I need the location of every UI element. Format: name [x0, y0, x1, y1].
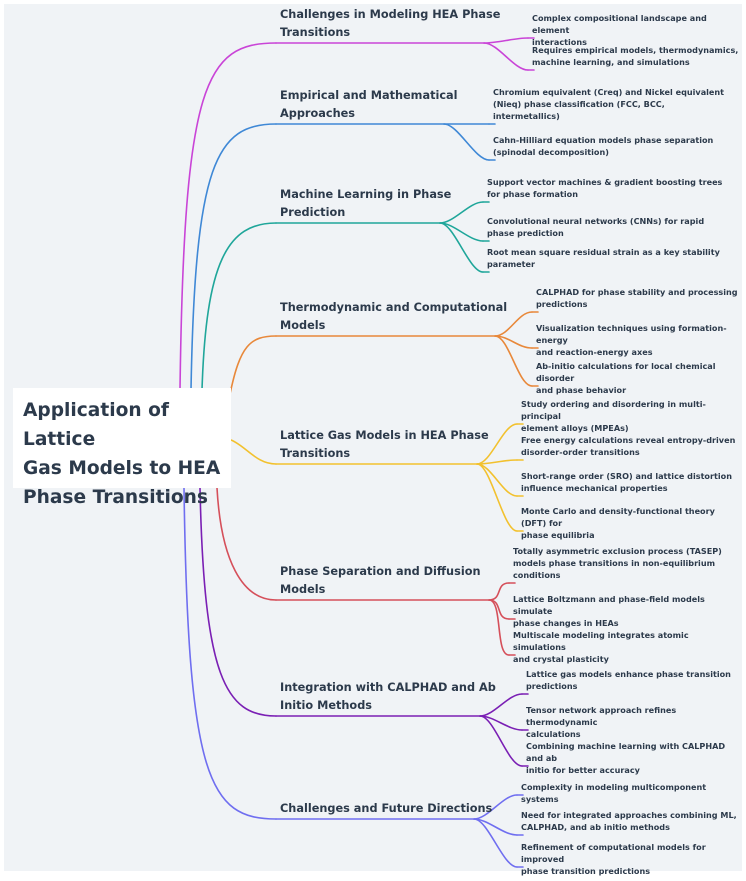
leaf-topic[interactable]: Root mean square residual strain as a ke…: [487, 247, 720, 269]
leaf-topic[interactable]: CALPHAD for phase stability and processi…: [536, 287, 738, 309]
leaf-connector: [473, 818, 518, 868]
leaf-connector: [479, 693, 523, 717]
leaf-topic[interactable]: Visualization techniques using formation…: [536, 323, 727, 357]
leaf-topic[interactable]: Multiscale modeling integrates atomic si…: [513, 630, 689, 664]
branch-topic[interactable]: Challenges in Modeling HEA Phase Transit…: [280, 8, 501, 39]
leaf-topic[interactable]: Convolutional neural networks (CNNs) for…: [487, 216, 705, 238]
branch-topic[interactable]: Challenges and Future Directions: [280, 801, 493, 815]
leaf-topic[interactable]: Ab-initio calculations for local chemica…: [536, 361, 716, 395]
leaf-connector: [439, 222, 484, 273]
root-connector: [199, 487, 277, 717]
branch-topic[interactable]: Lattice Gas Models in HEA Phase Transiti…: [280, 429, 489, 460]
leaf-topic[interactable]: Complex compositional landscape and elem…: [532, 13, 707, 47]
leaf-topic[interactable]: Refinement of computational models for i…: [521, 842, 706, 876]
root-connector: [216, 487, 277, 601]
leaf-topic[interactable]: Combining machine learning with CALPHAD …: [526, 741, 726, 775]
leaf-connector: [494, 311, 533, 337]
leaf-topic[interactable]: Short-range order (SRO) and lattice dist…: [521, 471, 732, 493]
root-connector: [229, 335, 277, 395]
leaf-topic[interactable]: Requires empirical models, thermodynamic…: [532, 45, 739, 67]
leaf-topic[interactable]: Totally asymmetric exclusion process (TA…: [513, 546, 722, 580]
root-connector: [230, 439, 277, 465]
leaf-topic[interactable]: Need for integrated approaches combining…: [521, 810, 737, 832]
leaf-connector: [476, 463, 518, 532]
leaf-topic[interactable]: Tensor network approach refines thermody…: [526, 705, 677, 739]
branch-topic[interactable]: Machine Learning in Phase Prediction: [280, 188, 452, 219]
leaf-connector: [488, 582, 510, 601]
branch-topic[interactable]: Empirical and Mathematical Approaches: [280, 89, 458, 120]
branch-topic[interactable]: Phase Separation and Diffusion Models: [280, 565, 481, 596]
leaf-topic[interactable]: Study ordering and disordering in multi-…: [521, 399, 706, 433]
leaf-topic[interactable]: Complexity in modeling multicomponent sy…: [521, 782, 707, 804]
leaf-topic[interactable]: Chromium equivalent (Creq) and Nickel eq…: [493, 87, 725, 121]
leaf-topic[interactable]: Lattice gas models enhance phase transit…: [526, 669, 731, 691]
leaf-topic[interactable]: Free energy calculations reveal entropy-…: [521, 435, 736, 457]
leaf-connector: [443, 123, 490, 161]
leaf-topic[interactable]: Cahn-Hilliard equation models phase sepa…: [493, 135, 714, 157]
leaf-connector: [483, 42, 529, 71]
root-connector: [201, 222, 277, 391]
root-topic[interactable]: Application of Lattice Gas Models to HEA…: [13, 388, 231, 508]
branch-topic[interactable]: Integration with CALPHAD and Ab Initio M…: [280, 681, 496, 712]
root-connector: [179, 42, 277, 391]
leaf-connector: [476, 423, 518, 465]
mindmap-canvas: Application of Lattice Gas Models to HEA…: [4, 4, 742, 876]
leaf-topic[interactable]: Lattice Boltzmann and phase-field models…: [513, 594, 705, 628]
leaf-topic[interactable]: Support vector machines & gradient boost…: [487, 177, 723, 199]
root-connector: [183, 487, 277, 820]
leaf-connector: [473, 794, 518, 820]
leaf-connector: [439, 201, 484, 224]
leaf-connector: [494, 335, 533, 387]
leaf-connector: [479, 715, 523, 767]
root-connector: [190, 123, 277, 391]
leaf-topic[interactable]: Monte Carlo and density-functional theor…: [521, 506, 715, 540]
connector-lines: [179, 37, 539, 868]
leaf-connector: [488, 599, 510, 656]
leaf-connector: [488, 599, 510, 620]
branch-topic[interactable]: Thermodynamic and Computational Models: [280, 301, 508, 332]
